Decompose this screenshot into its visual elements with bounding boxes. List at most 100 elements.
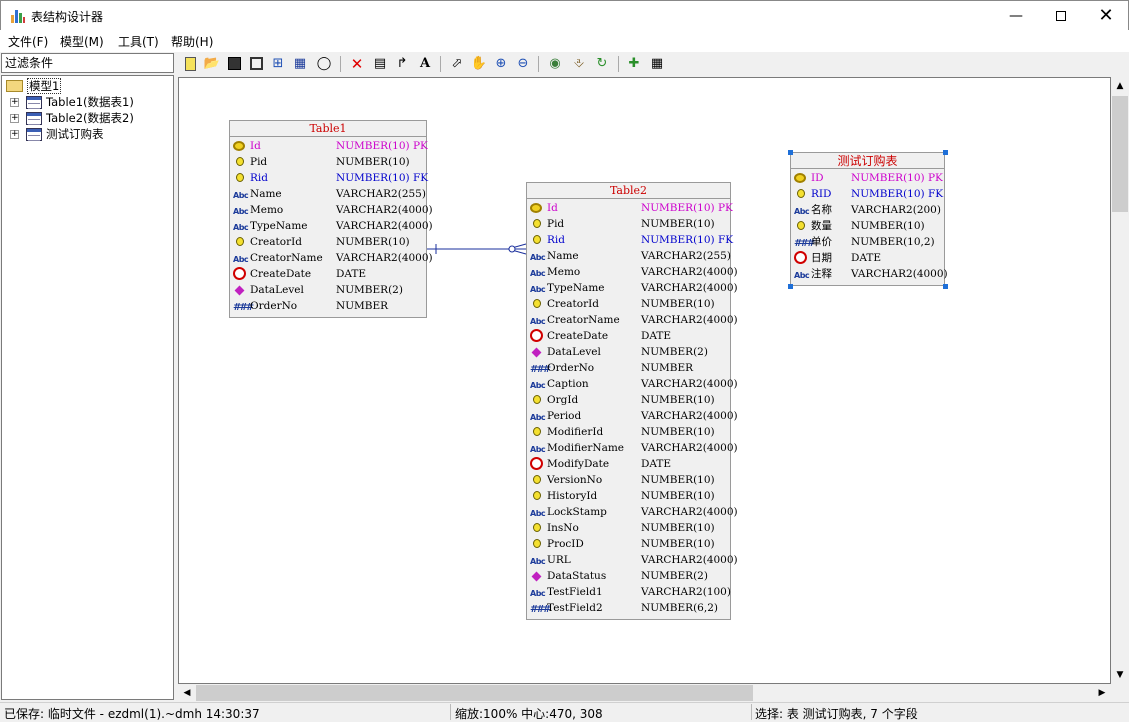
scroll-up-icon[interactable]: ▲ — [1116, 81, 1124, 91]
tree-item[interactable]: + Table1(数据表1) — [2, 94, 172, 110]
export-button[interactable]: ▦ — [291, 55, 309, 73]
field-type: NUMBER(10) FK — [336, 172, 429, 184]
hand-button[interactable]: ✋ — [470, 55, 488, 73]
menu-model[interactable]: 模型(M) — [60, 35, 104, 49]
horizontal-scroll-thumb[interactable] — [196, 685, 753, 701]
zoom-in-button[interactable]: ⊕ — [492, 55, 510, 73]
text-button[interactable]: A — [416, 55, 434, 73]
field-type: DATE — [641, 458, 672, 470]
scroll-left-icon[interactable]: ◀ — [183, 688, 191, 698]
horizontal-scrollbar[interactable]: ◀ ▶ — [178, 684, 1111, 702]
import-button[interactable]: ⎀ — [570, 55, 588, 73]
selection-handle[interactable] — [943, 150, 948, 155]
refresh-button[interactable]: ↻ — [593, 55, 611, 73]
expand-icon[interactable]: + — [10, 129, 19, 139]
expand-icon[interactable]: + — [10, 113, 19, 123]
minimize-button[interactable]: — — [993, 1, 1039, 31]
table-button[interactable]: ▤ — [371, 55, 389, 73]
expand-icon[interactable]: + — [10, 97, 19, 107]
pointer-button[interactable]: ⬀ — [448, 55, 466, 73]
vertical-scrollbar[interactable]: ▲ ▼ — [1111, 77, 1129, 684]
menu-file[interactable]: 文件(F) — [8, 35, 49, 49]
tree-item[interactable]: + 测试订购表 — [2, 126, 172, 142]
zoom-out-button[interactable]: ⊖ — [514, 55, 532, 73]
model-tree[interactable]: 模型1 + Table1(数据表1) + Table2(数据表2) + 测试订购… — [1, 75, 174, 700]
selection-handle[interactable] — [788, 284, 793, 289]
menu-help[interactable]: 帮助(H) — [171, 35, 214, 49]
vertical-scroll-thumb[interactable] — [1112, 96, 1128, 212]
field-name: 名称 — [811, 204, 832, 216]
close-button[interactable]: ✕ — [1083, 1, 1129, 31]
properties-button[interactable]: ▦ — [648, 55, 666, 73]
find-button[interactable]: ◯ — [315, 55, 333, 73]
open-button[interactable]: 📂 — [203, 55, 221, 73]
save-button[interactable] — [225, 55, 243, 73]
maximize-button[interactable] — [1038, 1, 1084, 31]
scroll-right-icon[interactable]: ▶ — [1098, 688, 1106, 698]
link-button[interactable]: ↱ — [393, 55, 411, 73]
new-button[interactable] — [181, 55, 199, 73]
selection-handle[interactable] — [788, 150, 793, 155]
scroll-down-icon[interactable]: ▼ — [1116, 670, 1124, 680]
layout-button[interactable]: ⊞ — [269, 55, 287, 73]
filter-input[interactable]: 过滤条件 — [1, 53, 174, 73]
menu-tools[interactable]: 工具(T) — [118, 35, 159, 49]
view-button[interactable]: ◉ — [546, 55, 564, 73]
delete-button[interactable]: ✕ — [348, 55, 366, 73]
field-name: TypeName — [250, 220, 308, 232]
save-as-button[interactable] — [247, 55, 265, 73]
field-name: Id — [250, 140, 261, 152]
selection-handle[interactable] — [943, 284, 948, 289]
add-field-button[interactable]: ✚ — [625, 55, 643, 73]
tree-item[interactable]: + Table2(数据表2) — [2, 110, 172, 126]
